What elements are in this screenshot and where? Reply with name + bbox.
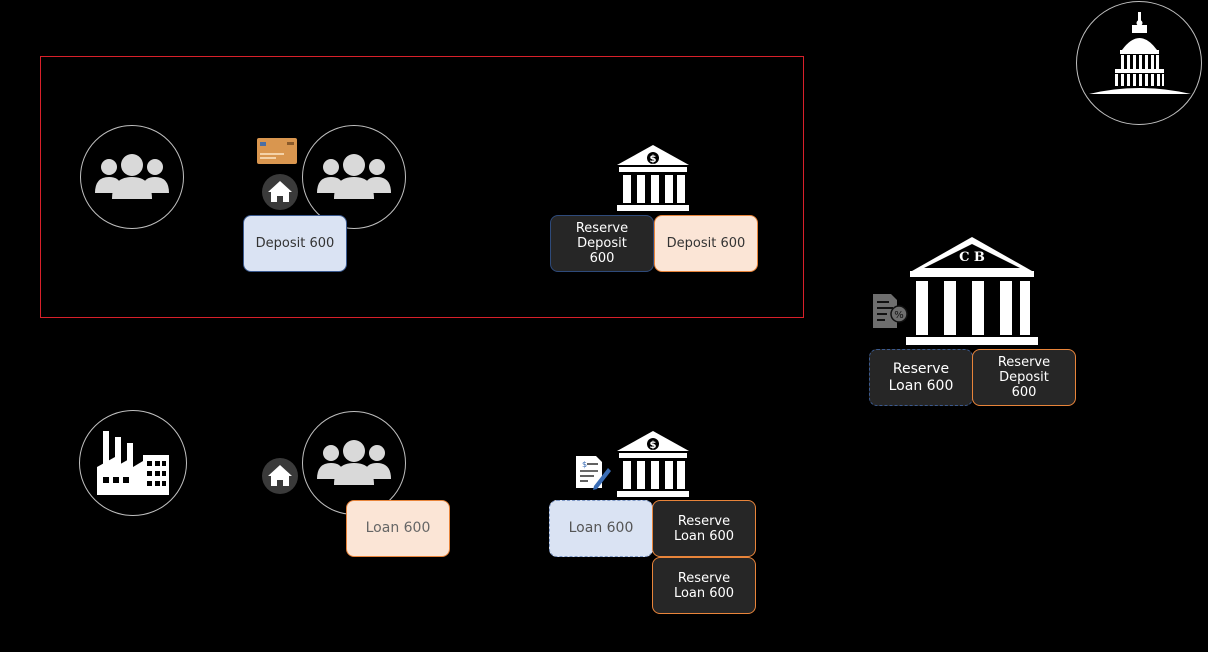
svg-text:$: $ xyxy=(650,440,657,451)
svg-text:$: $ xyxy=(650,154,657,165)
central-bank-label: C B xyxy=(959,250,985,265)
household-circle xyxy=(80,125,184,229)
credit-card-icon xyxy=(257,138,297,164)
highlight-frame xyxy=(40,56,804,318)
reserve-deposit-box: Reserve Deposit 600 xyxy=(550,215,654,272)
house-icon xyxy=(262,174,298,210)
bank-loan-box: Loan 600 xyxy=(549,500,653,557)
capitol-icon xyxy=(1089,12,1191,94)
users-icon xyxy=(95,154,169,199)
firm-circle xyxy=(79,410,187,516)
cb-reserve-loan-box: Reserve Loan 600 xyxy=(869,349,973,406)
deposit-box: Deposit 600 xyxy=(243,215,347,272)
household-circle xyxy=(302,411,406,515)
bank-reserve-loan-box: Reserve Loan 600 xyxy=(652,557,756,614)
loan-document-icon: % xyxy=(873,294,908,328)
svg-text:%: % xyxy=(894,310,904,321)
house-icon xyxy=(262,458,298,494)
bank-reserve-loan-box: Reserve Loan 600 xyxy=(652,500,756,557)
bank-icon: $ xyxy=(617,431,689,497)
bank-icon: $ xyxy=(617,145,689,211)
loan-box: Loan 600 xyxy=(346,500,450,557)
deposit-liability-box: Deposit 600 xyxy=(654,215,758,272)
users-icon xyxy=(317,440,391,485)
contract-icon: $ xyxy=(576,456,611,490)
government-circle xyxy=(1076,1,1202,125)
svg-text:$: $ xyxy=(582,460,587,469)
household-circle xyxy=(302,125,406,229)
cb-reserve-deposit-box: Reserve Deposit 600 xyxy=(972,349,1076,406)
factory-icon xyxy=(97,431,169,495)
central-bank-icon xyxy=(906,237,1038,345)
users-icon xyxy=(317,154,391,199)
